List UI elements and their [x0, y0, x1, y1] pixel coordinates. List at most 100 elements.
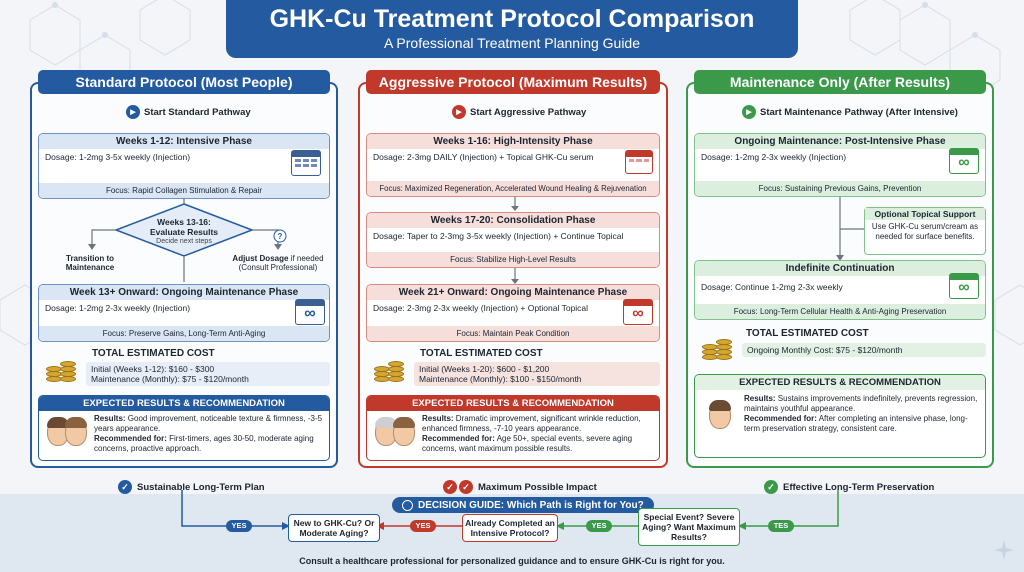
decision-title-line1: Weeks 13-16: — [157, 217, 211, 227]
aggressive-start[interactable]: ▶ Start Aggressive Pathway — [452, 105, 586, 119]
aggressive-cost-line-2: Maintenance (Monthly): $100 - $150/month — [419, 374, 582, 384]
maintenance-phase-2: Indefinite Continuation Dosage: Continue… — [694, 260, 986, 320]
maintenance-results-title: EXPECTED RESULTS & RECOMMENDATION — [695, 375, 985, 390]
aggressive-start-label: Start Aggressive Pathway — [470, 106, 587, 118]
decision-right-bold: Adjust Dosage — [232, 254, 289, 263]
aggressive-footer-label: Maximum Possible Impact — [478, 481, 597, 493]
aggressive-phase-3-title: Week 21+ Onward: Ongoing Maintenance Pha… — [367, 285, 659, 300]
infinity-calendar-icon: ∞ — [949, 273, 979, 299]
play-icon: ▶ — [126, 105, 140, 119]
rec-text: After completing an intensive phase, lon… — [744, 414, 968, 433]
maintenance-start[interactable]: ▶ Start Maintenance Pathway (After Inten… — [742, 105, 958, 119]
aggressive-phase-3-dosage: Dosage: 2-3mg 2-3x weekly (Injection) + … — [373, 303, 589, 313]
page-subtitle: A Professional Treatment Planning Guide — [383, 35, 641, 51]
check-icon: ✓ — [459, 480, 473, 494]
maintenance-phase-1: Ongoing Maintenance: Post-Intensive Phas… — [694, 133, 986, 197]
face-icon — [65, 417, 87, 446]
aggressive-footer: ✓ ✓ Maximum Possible Impact — [443, 480, 597, 494]
aggressive-connector-1 — [511, 197, 519, 211]
rec-text: Age 50+, special events, severe aging co… — [422, 434, 633, 453]
standard-phase-2: Week 13+ Onward: Ongoing Maintenance Pha… — [38, 284, 330, 342]
standard-cost-title: TOTAL ESTIMATED COST — [92, 348, 215, 359]
aggressive-phase-3-focus: Focus: Maintain Peak Condition — [367, 326, 659, 341]
face-icon — [393, 417, 415, 446]
rec-label: Recommended for: — [94, 434, 167, 443]
aggressive-phase-1-title: Weeks 1-16: High-Intensity Phase — [367, 134, 659, 149]
yes-pill: TES — [768, 520, 794, 532]
standard-footer-label: Sustainable Long-Term Plan — [137, 481, 265, 493]
maintenance-tab: Maintenance Only (After Results) — [694, 70, 986, 94]
aggressive-cost: TOTAL ESTIMATED COST Initial (Weeks 1-20… — [366, 346, 660, 390]
maintenance-phase-1-focus: Focus: Sustaining Previous Gains, Preven… — [695, 181, 985, 196]
maintenance-footer: ✓ Effective Long-Term Preservation — [764, 480, 934, 494]
aggressive-phase-1-dosage: Dosage: 2-3mg DAILY (Injection) + Topica… — [373, 152, 594, 162]
standard-phase-2-focus: Focus: Preserve Gains, Long-Term Anti-Ag… — [39, 326, 329, 341]
decision-box-new[interactable]: New to GHK-Cu? Or Moderate Aging? — [288, 514, 380, 542]
maintenance-results: EXPECTED RESULTS & RECOMMENDATION Result… — [694, 374, 986, 458]
results-label: Results: — [744, 394, 776, 403]
standard-results-title: EXPECTED RESULTS & RECOMMENDATION — [39, 396, 329, 411]
standard-decision-diagram: ? — [88, 198, 287, 282]
coins-icon — [42, 352, 78, 386]
maintenance-phase-2-focus: Focus: Long-Term Cellular Health & Anti-… — [695, 304, 985, 319]
svg-text:?: ? — [278, 232, 283, 241]
aggressive-cost-title: TOTAL ESTIMATED COST — [420, 348, 543, 359]
aggressive-phase-2-dosage: Dosage: Taper to 2-3mg 3-5x weekly (Inje… — [373, 231, 624, 241]
standard-results: EXPECTED RESULTS & RECOMMENDATION Result… — [38, 395, 330, 461]
calendar-icon — [291, 150, 321, 176]
infinity-calendar-icon: ∞ — [623, 299, 653, 325]
maintenance-footer-label: Effective Long-Term Preservation — [783, 481, 935, 493]
standard-start[interactable]: ▶ Start Standard Pathway — [126, 105, 251, 119]
check-icon: ✓ — [118, 480, 132, 494]
yes-pill: YES — [226, 520, 252, 532]
standard-phase-1-title: Weeks 1-12: Intensive Phase — [39, 134, 329, 149]
aggressive-phase-2-title: Weeks 17-20: Consolidation Phase — [367, 213, 659, 228]
coins-icon — [698, 330, 734, 364]
play-icon: ▶ — [742, 105, 756, 119]
play-icon: ▶ — [452, 105, 466, 119]
topical-text: Use GHK-Cu serum/cream as needed for sur… — [871, 222, 979, 241]
maintenance-cost: TOTAL ESTIMATED COST Ongoing Monthly Cos… — [694, 326, 986, 366]
topical-title: Optional Topical Support — [865, 208, 985, 220]
maintenance-phase-2-dosage: Dosage: Continue 1-2mg 2-3x weekly — [701, 282, 843, 292]
decision-right-rest: if needed — [288, 254, 324, 263]
maintenance-topical: Optional Topical Support Use GHK-Cu seru… — [864, 207, 986, 255]
aggressive-phase-2-focus: Focus: Stabilize High-Level Results — [367, 252, 659, 267]
standard-phase-1-focus: Focus: Rapid Collagen Stimulation & Repa… — [39, 183, 329, 198]
maintenance-phase-1-title: Ongoing Maintenance: Post-Intensive Phas… — [695, 134, 985, 149]
maintenance-phase-1-dosage: Dosage: 1-2mg 2-3x weekly (Injection) — [701, 152, 847, 162]
aggressive-phase-1: Weeks 1-16: High-Intensity Phase Dosage:… — [366, 133, 660, 197]
decision-box-special[interactable]: Special Event? Severe Aging? Want Maximu… — [638, 508, 740, 546]
check-icon: ✓ — [443, 480, 457, 494]
rec-label: Recommended for: — [744, 414, 817, 423]
aggressive-connector-2 — [511, 268, 519, 284]
decision-sub: Decide next steps — [156, 237, 212, 245]
aggressive-cost-line-1: Initial (Weeks 1-20): $600 - $1,200 — [419, 364, 550, 374]
calendar-syringe-icon — [625, 150, 653, 174]
decision-right-sub: (Consult Professional) — [238, 263, 318, 273]
sparkle-icon — [994, 540, 1014, 560]
yes-pill: YES — [586, 520, 612, 532]
decision-right-label: Adjust Dosage if needed (Consult Profess… — [226, 254, 330, 272]
header-banner: GHK-Cu Treatment Protocol Comparison A P… — [226, 0, 798, 58]
aggressive-tab: Aggressive Protocol (Maximum Results) — [366, 70, 660, 94]
consult-note: Consult a healthcare professional for pe… — [299, 556, 725, 566]
page-title: GHK-Cu Treatment Protocol Comparison — [269, 5, 755, 33]
results-label: Results: — [422, 414, 454, 423]
maintenance-branch-connector — [836, 197, 864, 261]
standard-phase-2-dosage: Dosage: 1-2mg 2-3x weekly (Injection) — [45, 303, 191, 313]
standard-start-label: Start Standard Pathway — [144, 106, 251, 118]
decision-title-line2: Evaluate Results — [149, 226, 219, 237]
maintenance-start-label: Start Maintenance Pathway (After Intensi… — [760, 106, 958, 118]
infinity-calendar-icon: ∞ — [949, 148, 979, 174]
standard-cost: TOTAL ESTIMATED COST Initial (Weeks 1-12… — [38, 346, 330, 390]
aggressive-phase-3: Week 21+ Onward: Ongoing Maintenance Pha… — [366, 284, 660, 342]
standard-cost-line-2: Maintenance (Monthly): $75 - $120/month — [91, 374, 249, 384]
rec-text: First-timers, ages 30-50, moderate aging… — [94, 434, 314, 453]
decision-box-completed[interactable]: Already Completed an Intensive Protocol? — [462, 514, 558, 542]
yes-pill: YES — [410, 520, 436, 532]
decision-title: Weeks 13-16: Evaluate Results Decide nex… — [136, 217, 232, 246]
decision-left-label: Transition to Maintenance — [65, 254, 115, 273]
decision-guide-title-text: DECISION GUIDE: Which Path is Right for … — [418, 499, 644, 511]
standard-phase-1-dosage: Dosage: 1-2mg 3-5x weekly (Injection) — [45, 152, 191, 162]
